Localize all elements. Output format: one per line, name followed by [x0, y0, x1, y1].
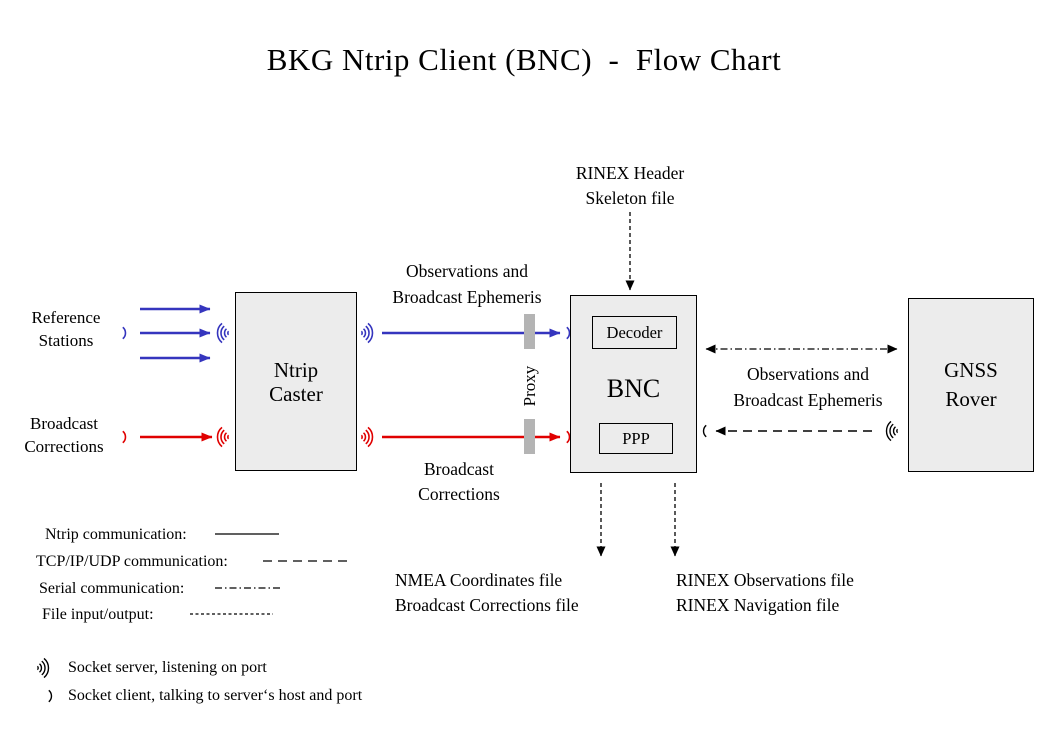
- bnc-label: BNC: [606, 374, 661, 403]
- socket-server-icon: [360, 426, 374, 448]
- gnss-rover-label: GNSS Rover: [944, 358, 998, 411]
- output-files-nmea: NMEA Coordinates file Broadcast Correcti…: [395, 568, 635, 617]
- socket-server-icon: [216, 426, 230, 448]
- output-rinex-observations: RINEX Observations file: [676, 570, 854, 590]
- proxy-bars: [524, 314, 535, 454]
- legend-socket-client: Socket client, talking to server‘s host …: [68, 687, 363, 704]
- socket-client-icons: [122, 326, 707, 444]
- legend-socket-client-icon: [48, 689, 53, 703]
- socket-server-icon: [216, 322, 230, 344]
- socket-client-icon: [566, 430, 571, 444]
- socket-server-icons: [216, 322, 899, 448]
- output-nmea-coordinates: NMEA Coordinates file: [395, 570, 563, 590]
- label-observations-ephemeris-right: Observations and Broadcast Ephemeris: [733, 364, 883, 410]
- node-decoder: Decoder: [592, 316, 677, 349]
- legend-file-io: File input/output:: [42, 606, 154, 623]
- legend-line-samples: [190, 533, 352, 615]
- node-ppp: PPP: [599, 423, 673, 454]
- label-observations-ephemeris-left: Observations and Broadcast Ephemeris: [392, 261, 542, 307]
- output-broadcast-corrections: Broadcast Corrections file: [395, 594, 579, 615]
- socket-server-icon: [885, 420, 899, 442]
- label-broadcast-corrections-source: Broadcast Corrections: [24, 414, 104, 456]
- decoder-label: Decoder: [606, 322, 663, 342]
- legend-serial-communication: Serial communication:: [39, 580, 185, 597]
- output-rinex-navigation: RINEX Navigation file: [676, 594, 840, 615]
- socket-server-icon: [360, 322, 374, 344]
- legend-tcp-communication: TCP/IP/UDP communication:: [36, 553, 228, 570]
- node-ntrip-caster: Ntrip Caster: [235, 292, 357, 471]
- legend-socket-server: Socket server, listening on port: [68, 659, 267, 676]
- bnc-output-arrows: [596, 483, 680, 557]
- socket-client-icon: [122, 326, 127, 340]
- ppp-label: PPP: [622, 428, 650, 448]
- legend-socket-server-icon: [36, 657, 50, 679]
- label-proxy: Proxy: [520, 365, 539, 407]
- reference-stations-arrows: [140, 304, 211, 363]
- node-gnss-rover: GNSS Rover: [908, 298, 1034, 472]
- label-broadcast-corrections-mid: Broadcast Corrections: [418, 459, 500, 504]
- label-reference-stations: Reference Stations: [31, 308, 101, 350]
- label-rinex-header-skeleton: RINEX Header Skeleton file: [575, 163, 685, 208]
- socket-client-icon: [566, 326, 571, 340]
- socket-client-icon: [702, 424, 707, 438]
- socket-client-icon: [122, 430, 127, 444]
- output-files-rinex: RINEX Observations file RINEX Navigation…: [676, 568, 916, 617]
- ntrip-caster-label: Ntrip Caster: [269, 357, 323, 406]
- page-title: BKG Ntrip Client (BNC) - Flow Chart: [266, 42, 782, 77]
- legend-ntrip-communication: Ntrip communication:: [45, 526, 187, 543]
